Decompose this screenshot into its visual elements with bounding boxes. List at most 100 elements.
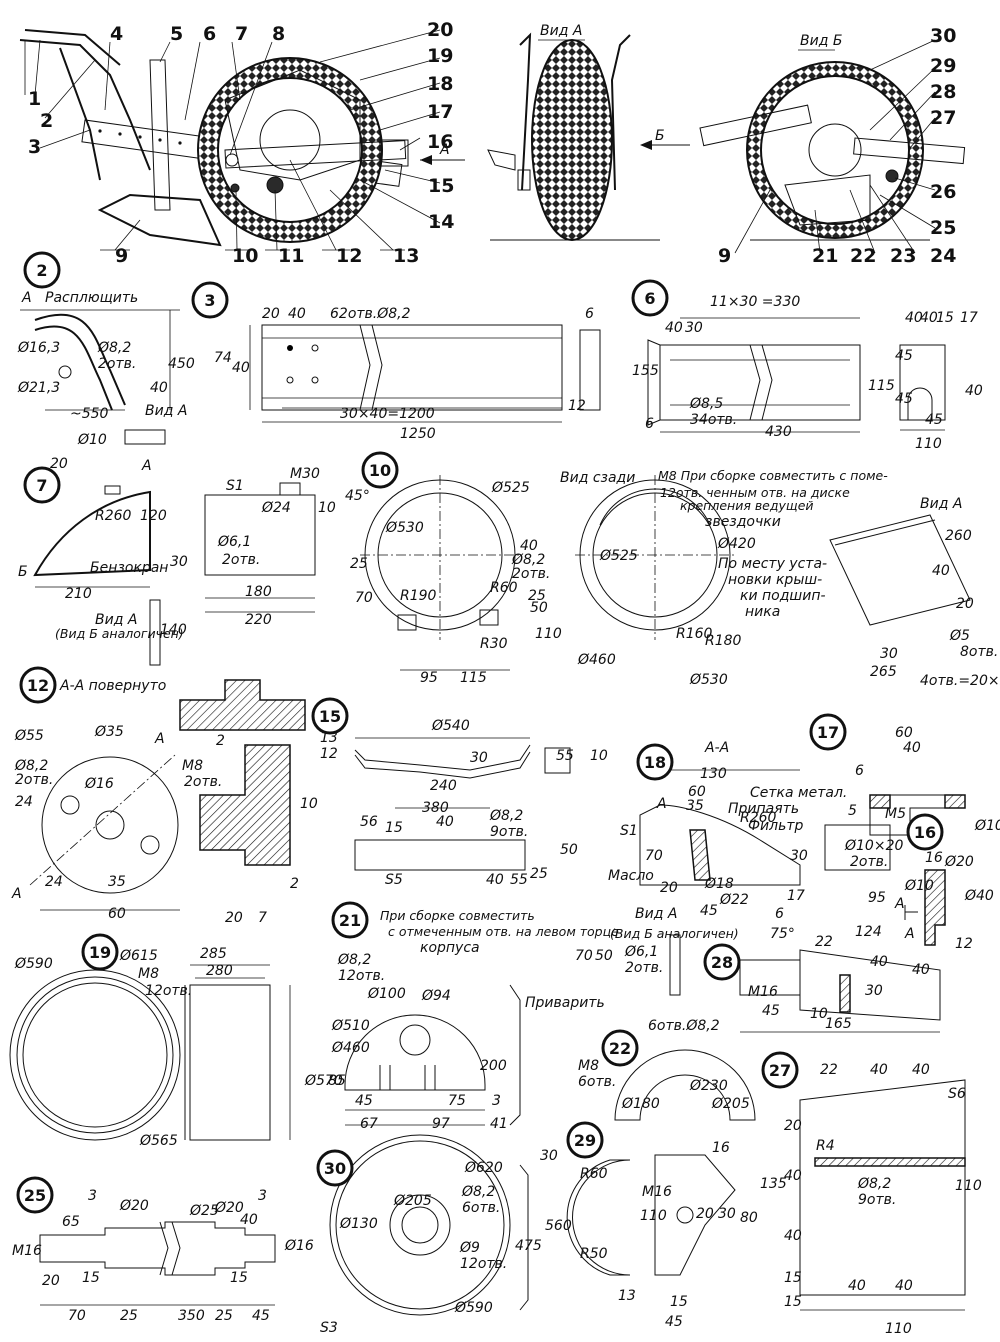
dimension-label: 22	[815, 934, 833, 950]
dimension-label: Ø620	[464, 1160, 503, 1176]
part-number: 21	[339, 911, 361, 930]
dimension-label: 35	[686, 798, 704, 814]
assembly-callout-number: 2	[40, 110, 53, 132]
dimension-label: Фильтр	[748, 818, 804, 834]
view-b-title: Вид Б	[800, 33, 842, 49]
dimension-label: 15	[784, 1294, 802, 1310]
dimension-label: Ø20	[214, 1200, 244, 1216]
dimension-label: 10	[300, 796, 318, 812]
dimension-label: 5	[848, 803, 857, 819]
part-number: 17	[817, 723, 839, 742]
dimension-label: 60	[108, 906, 126, 922]
dimension-label: 9отв.	[490, 824, 528, 840]
dimension-label: 75°	[770, 926, 795, 942]
part-number-circle	[19, 666, 57, 704]
dimension-label: 40	[903, 740, 921, 756]
dimension-label: 40	[932, 563, 950, 579]
dimension-label: M8	[138, 966, 159, 982]
dimension-label: Ø35	[94, 724, 124, 740]
dimension-label: А-А повернуто	[59, 678, 166, 694]
dimension-label: 20	[262, 306, 280, 322]
dimension-label: 165	[825, 1016, 852, 1032]
assembly-callout-number: 11	[278, 245, 304, 267]
part-number: 29	[574, 1131, 596, 1150]
dimension-label: Ø16,3	[17, 340, 60, 356]
dimension-label: 25	[350, 556, 368, 572]
dimension-label: 95	[868, 890, 886, 906]
dimension-label: 140	[160, 622, 187, 638]
dimension-label: Ø8,2	[857, 1176, 891, 1192]
dimension-label: 17	[787, 888, 805, 904]
dimension-label: Ø205	[393, 1193, 432, 1209]
dimension-label: S5	[385, 872, 403, 888]
dimension-label: Ø10	[974, 818, 1000, 834]
dimension-label: R180	[705, 633, 742, 649]
dimension-label: 450	[168, 356, 195, 372]
dimension-label: 260	[945, 528, 972, 544]
dimension-label: 40	[965, 383, 983, 399]
part-number-circle	[601, 1029, 639, 1067]
dimension-label: А	[11, 886, 22, 902]
assembly-callout-number: 15	[428, 175, 454, 197]
view-b-callout-number: 22	[850, 245, 876, 267]
part-number: 3	[204, 291, 215, 310]
dimension-label: 70	[575, 948, 593, 964]
part-number: 28	[711, 953, 733, 972]
dimension-label: 285	[200, 946, 227, 962]
dimension-label: 10	[318, 500, 336, 516]
view-b-callout-number: 25	[930, 217, 956, 239]
part-29	[566, 1154, 736, 1276]
dimension-label: 24	[45, 874, 63, 890]
dimension-label: 110	[955, 1178, 982, 1194]
dimension-label: 50	[560, 842, 578, 858]
dimension-label: 2отв.	[625, 960, 663, 976]
dimension-label: 55	[556, 748, 574, 764]
dimension-label: 40	[288, 306, 306, 322]
dimension-label: 24	[15, 794, 33, 810]
part-number-circle	[906, 813, 944, 851]
assembly-callout-number: 16	[427, 131, 453, 153]
dimension-label: звездочки	[705, 514, 781, 530]
dimension-label: 265	[870, 664, 897, 680]
dimension-label: 115	[868, 378, 895, 394]
dimension-label: 12отв.	[338, 968, 385, 984]
part-number: 15	[319, 707, 341, 726]
dimension-label: Ø8,2	[511, 552, 545, 568]
dimension-label: 10	[590, 748, 608, 764]
dimension-label: Вид А	[635, 906, 677, 922]
dimension-label: M8	[182, 758, 203, 774]
dimension-label: S1	[620, 823, 638, 839]
dimension-label: Ø16	[284, 1238, 314, 1254]
dimension-label: А	[904, 926, 915, 942]
dimension-label: (Вид Б аналогичен)	[55, 626, 184, 641]
dimension-label: Ø10	[904, 878, 934, 894]
dimension-label: 350	[178, 1308, 205, 1324]
view-b-callout-number: 21	[812, 245, 838, 267]
dimension-label: 30×40=1200	[340, 406, 435, 422]
part-number-circle	[703, 943, 741, 981]
dimension-label: 30	[865, 983, 883, 999]
assembly-callout-number: 14	[428, 211, 454, 233]
dimension-label: 200	[480, 1058, 507, 1074]
part-number-circle	[761, 1051, 799, 1089]
part-15	[354, 737, 571, 871]
dimension-label: Ø420	[717, 536, 756, 552]
dimension-label: 17	[960, 310, 978, 326]
dimension-label: с отмеченным отв. на левом торце	[388, 924, 619, 939]
dimension-label: 70	[355, 590, 373, 606]
view-b-callout-number: 9	[718, 245, 731, 267]
dimension-label: 135	[760, 1176, 787, 1192]
dimension-label: 4отв.=20×50	[920, 673, 1000, 689]
dimension-label: 25	[120, 1308, 138, 1324]
dimension-label: 60	[688, 784, 706, 800]
part-number-circle	[331, 901, 369, 939]
dimension-label: M8 При сборке совместить с поме-	[658, 468, 888, 483]
view-b-callout-number: 29	[930, 55, 956, 77]
dimension-label: 60	[895, 725, 913, 741]
part-number: 30	[324, 1159, 346, 1178]
dimension-label: Ø94	[421, 988, 451, 1004]
part-7	[33, 482, 316, 666]
dimension-label: 6	[855, 763, 864, 779]
dimension-label: 25	[215, 1308, 233, 1324]
